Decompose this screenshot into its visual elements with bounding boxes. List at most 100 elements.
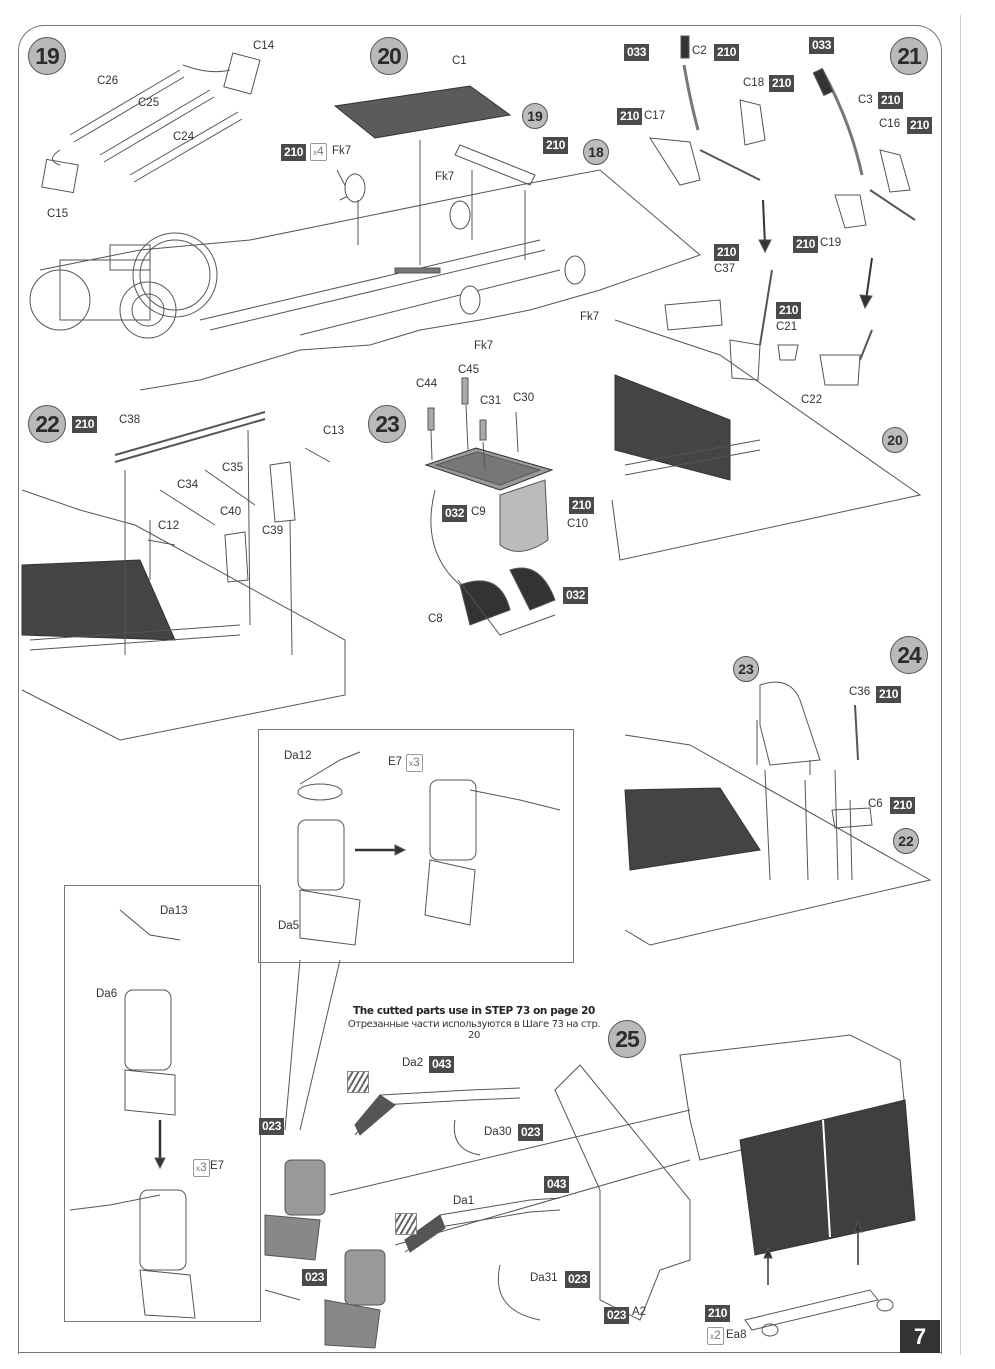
step-number-19: 19	[28, 37, 66, 75]
quantity-value: 3	[413, 755, 420, 769]
part-label-da2: Da2	[402, 1057, 424, 1069]
part-label-c22: C22	[801, 394, 823, 406]
paint-code-filter-top: 023	[259, 1118, 285, 1135]
part-label-da30: Da30	[484, 1126, 512, 1138]
part-label-c37: C37	[714, 263, 736, 275]
paint-code-c9: 032	[442, 505, 468, 522]
part-label-c3: C3	[858, 94, 873, 106]
paint-code-c2-grip: 033	[624, 44, 650, 61]
part-label-c12: C12	[158, 520, 180, 532]
reference-step-20: 20	[882, 427, 908, 453]
part-label-c24: C24	[173, 131, 195, 143]
paint-code-step22: 210	[72, 416, 98, 433]
step24-parts	[624, 681, 932, 946]
part-label-fk7-b: Fk7	[435, 171, 455, 183]
note-russian: Отрезанные части используются в Шаге 73 …	[347, 1019, 601, 1041]
paint-code-c37: 210	[714, 244, 740, 261]
part-label-c1: C1	[452, 55, 467, 67]
paint-code-c36: 210	[876, 686, 902, 703]
paint-code-c2: 210	[714, 44, 740, 61]
paint-code-a2: 023	[604, 1307, 630, 1324]
part-label-c25: C25	[138, 97, 160, 109]
step-number-21: 21	[890, 37, 928, 75]
part-label-c38: C38	[119, 414, 141, 426]
quantity-value: 3	[200, 1160, 207, 1174]
part-label-c35: C35	[222, 462, 244, 474]
part-label-c9: C9	[471, 506, 486, 518]
part-label-c18: C18	[743, 77, 765, 89]
decal-stripe-icon	[395, 1213, 417, 1235]
part-label-c44: C44	[416, 378, 438, 390]
reference-step-23: 23	[733, 656, 759, 682]
part-label-e7-inset1: E7	[388, 756, 403, 768]
inset-da12-assembly	[258, 729, 574, 963]
part-label-da1: Da1	[453, 1195, 475, 1207]
part-label-c19: C19	[820, 237, 842, 249]
part-label-c6: C6	[868, 798, 883, 810]
part-label-c2: C2	[692, 45, 707, 57]
quantity-e7-inset1: x3	[406, 754, 423, 772]
paint-code-c19: 210	[793, 236, 819, 253]
step23-seat	[424, 377, 556, 636]
part-label-fk7-c: Fk7	[580, 311, 600, 323]
quantity-value: 4	[317, 144, 324, 158]
part-label-c17: C17	[644, 110, 666, 122]
paint-code-c3-grip: 033	[809, 37, 835, 54]
part-label-c26: C26	[97, 75, 119, 87]
part-label-a2: A2	[632, 1306, 647, 1318]
step25-filters	[69, 751, 916, 1349]
part-label-c16: C16	[879, 118, 901, 130]
part-label-da12: Da12	[284, 750, 312, 762]
step20-floor	[29, 85, 701, 391]
paint-code-c8: 032	[563, 587, 589, 604]
paint-code-step19-part: 210	[543, 137, 569, 154]
step-number-22: 22	[28, 405, 66, 443]
part-label-e7-inset2: E7	[210, 1160, 225, 1172]
quantity-e7-inset2: x3	[193, 1159, 210, 1177]
paint-code-da2: 043	[429, 1056, 455, 1073]
step19-rods	[41, 52, 261, 194]
page-edge	[960, 15, 961, 1355]
part-label-c36: C36	[849, 686, 871, 698]
part-label-c14: C14	[253, 40, 275, 52]
quantity-value: 2	[714, 1328, 721, 1342]
paint-code-c17: 210	[617, 108, 643, 125]
part-label-c34: C34	[177, 479, 199, 491]
part-label-da5: Da5	[278, 920, 300, 932]
paint-code-c16: 210	[907, 117, 933, 134]
part-label-c13: C13	[323, 425, 345, 437]
part-label-c21: C21	[776, 321, 798, 333]
part-label-da6: Da6	[96, 988, 118, 1000]
step-number-20: 20	[370, 37, 408, 75]
page-frame	[18, 25, 942, 1354]
paint-code-c6: 210	[890, 797, 916, 814]
quantity-fk7: x4	[310, 143, 327, 161]
paint-code-ea8: 210	[705, 1305, 731, 1322]
paint-code-da31: 023	[565, 1271, 591, 1288]
step21-parts	[611, 35, 922, 561]
paint-code-da30: 023	[518, 1124, 544, 1141]
part-label-c10: C10	[567, 518, 589, 530]
paint-code-fk7: 210	[281, 144, 307, 161]
paint-code-c3: 210	[878, 92, 904, 109]
step-number-23: 23	[368, 405, 406, 443]
part-label-c31: C31	[480, 395, 502, 407]
reference-step-22: 22	[893, 828, 919, 854]
reference-step-18: 18	[583, 139, 609, 165]
part-label-c8: C8	[428, 613, 443, 625]
paint-code-da1: 043	[544, 1176, 570, 1193]
cut-parts-note: The cutted parts use in STEP 73 on page …	[344, 1005, 604, 1041]
inset-da13-assembly	[64, 885, 261, 1322]
decal-stripe-icon	[347, 1071, 369, 1093]
reference-step-19: 19	[522, 103, 548, 129]
part-label-fk7-d: Fk7	[474, 340, 494, 352]
part-label-c39: C39	[262, 525, 284, 537]
part-label-c45: C45	[458, 364, 480, 376]
paint-code-c21: 210	[776, 302, 802, 319]
part-label-fk7-a: Fk7	[332, 145, 352, 157]
part-label-c40: C40	[220, 506, 242, 518]
note-english: The cutted parts use in STEP 73 on page …	[353, 1005, 595, 1017]
paint-code-c18: 210	[769, 75, 795, 92]
page-frame-bottom	[18, 1352, 942, 1353]
